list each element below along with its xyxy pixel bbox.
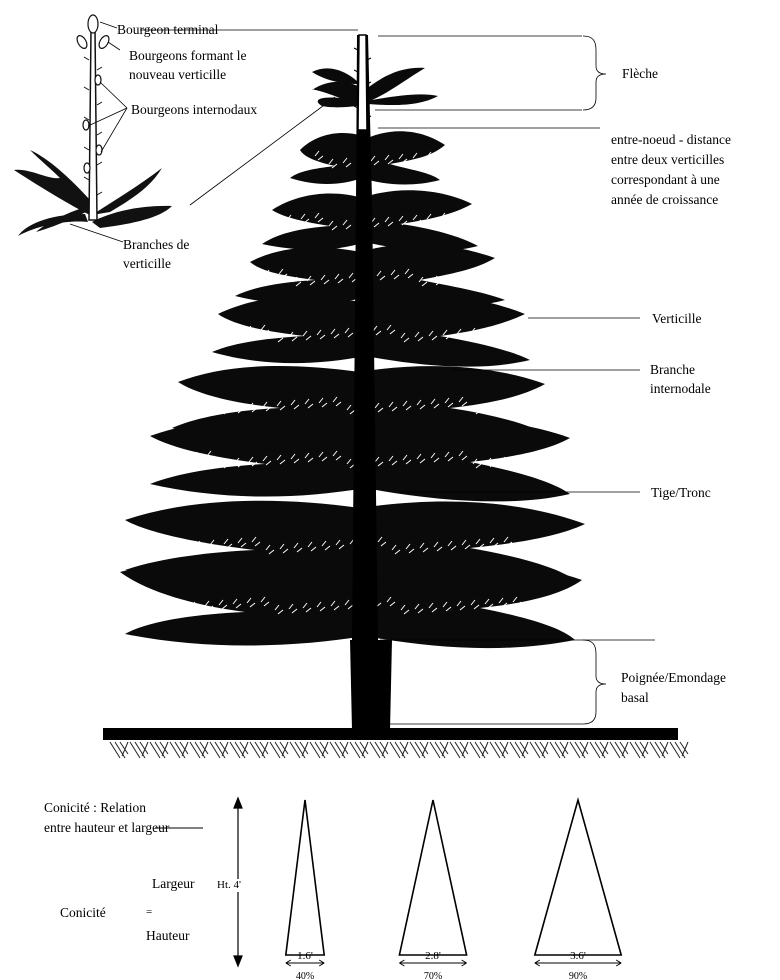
label-leader: Flèche [622,64,658,83]
label-internode-line2: entre deux verticilles [611,150,724,169]
label-internodal-branch-line1: Branche [650,360,695,379]
label-internode-line1: entre-noeud - distance [611,130,731,149]
ground [103,728,688,758]
triangle-outline [286,800,324,955]
taper-formula-label: Conicité [60,903,106,922]
label-terminal-bud: Bourgeon terminal [117,20,218,39]
taper-triangles: 1.6' 40% 2.8' 70% 3.6' 90% [286,800,621,980]
label-basal-pruning-line2: basal [621,688,649,707]
label-whorl-branches-line2: verticille [123,254,171,273]
label-internode-line4: année de croissance [611,190,718,209]
taper-equals: = [146,906,152,919]
taper-height-label: Ht. 4' [217,879,241,892]
label-internodal-branch-line2: internodale [650,379,711,398]
percent-label: 90% [569,971,587,980]
label-whorl-branches-line1: Branches de [123,235,189,254]
taper-title-line2: entre hauteur et largeur [44,818,169,837]
width-label: 3.6' [570,950,586,962]
triangle-outline [535,800,621,955]
label-internodal-buds: Bourgeons internodaux [131,100,257,119]
label-stem: Tige/Tronc [651,483,711,502]
leader-stem [358,35,367,130]
foliage [120,68,585,648]
taper-triangle-2: 2.8' 70% [399,800,466,980]
width-label: 2.8' [425,950,441,962]
trunk-base [350,640,392,730]
taper-denominator: Hauteur [146,926,189,945]
taper-numerator: Largeur [152,874,194,893]
percent-label: 70% [424,971,442,980]
width-label: 1.6' [297,950,313,962]
triangle-outline [399,800,466,955]
soil-hatching [110,742,688,758]
percent-label: 40% [296,971,314,980]
label-whorl-buds-line1: Bourgeons formant le [129,46,246,65]
taper-triangle-3: 3.6' 90% [535,800,621,980]
label-whorl: Verticille [652,309,701,328]
label-internode-line3: correspondant à une [611,170,720,189]
taper-title-line1: Conicité : Relation [44,798,146,817]
main-tree [120,35,585,730]
label-basal-pruning-line1: Poignée/Emondage [621,668,726,687]
label-whorl-buds-line2: nouveau verticille [129,65,226,84]
taper-triangle-1: 1.6' 40% [286,800,324,980]
